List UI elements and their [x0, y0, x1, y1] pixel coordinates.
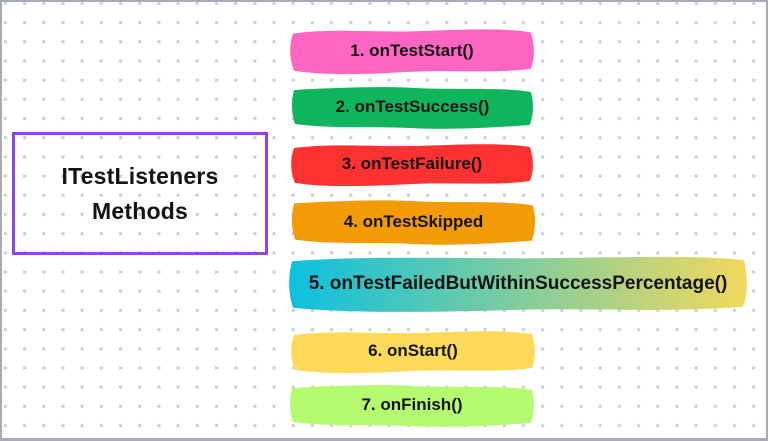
banner-on-test-failure: 3. onTestFailure() — [289, 141, 535, 187]
banner-on-test-failed-but-within-success-percentage: 5. onTestFailedButWithinSuccessPercentag… — [287, 253, 749, 315]
title-line-2: Methods — [92, 197, 188, 224]
banner-on-finish: 7. onFinish() — [287, 382, 537, 428]
banner-label: 2. onTestSuccess() — [335, 97, 490, 116]
banner-label: 4. onTestSkipped — [343, 211, 484, 231]
banner-label: 6. onStart() — [368, 341, 458, 360]
banner-ribbon-shape — [291, 144, 533, 187]
banner-label: 3. onTestFailure() — [341, 154, 483, 173]
banner-ribbon-shape — [291, 87, 534, 129]
banner-on-test-skipped: 4. onTestSkipped — [289, 197, 538, 246]
banner-label: 5. onTestFailedButWithinSuccessPercentag… — [308, 273, 728, 294]
banner-on-test-start: 1. onTestStart() — [288, 26, 536, 75]
banner-label: 7. onFinish() — [361, 395, 463, 414]
banner-ribbon-shape — [289, 256, 747, 312]
title-line-1: ITestListeners — [61, 162, 219, 189]
banner-on-test-success: 2. onTestSuccess() — [289, 84, 536, 130]
banner-label: 1. onTestStart() — [350, 40, 474, 60]
title-box: ITestListeners Methods — [12, 132, 268, 255]
banner-ribbon-shape — [289, 385, 535, 427]
banner-on-start: 6. onStart() — [289, 328, 537, 374]
banner-ribbon-shape — [291, 331, 535, 374]
banner-ribbon-shape — [290, 29, 534, 75]
banner-ribbon-shape — [291, 200, 536, 245]
